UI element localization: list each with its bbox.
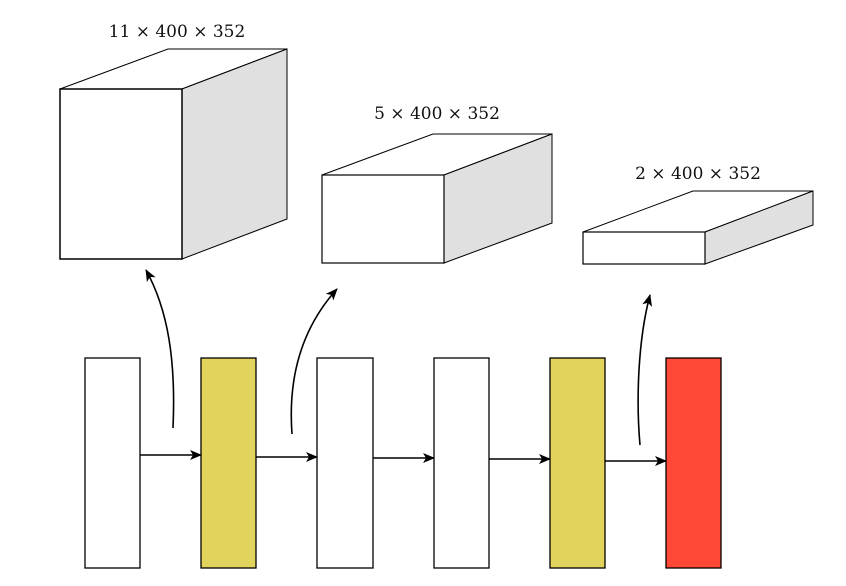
layer-bar-4 [433, 357, 490, 569]
flow-arrows [140, 450, 667, 466]
curved-arrow-2 [290, 288, 338, 435]
tensor-block-2: 5 × 400 × 352 [321, 104, 553, 264]
layer-bar-6 [665, 357, 722, 569]
tensor-block-3: 2 × 400 × 352 [582, 164, 814, 265]
layer-bar-5 [549, 357, 606, 569]
tensor-label-3: 2 × 400 × 352 [635, 164, 761, 184]
tensor-block-1: 11 × 400 × 352 [59, 22, 288, 260]
curved-arrow-3 [637, 294, 653, 446]
output-arrows [145, 269, 653, 446]
tensor-label-1: 11 × 400 × 352 [109, 22, 246, 42]
layer-bar-2 [200, 357, 257, 569]
tensor-label-2: 5 × 400 × 352 [374, 104, 500, 124]
layer-bar-1 [84, 357, 141, 569]
layer-bar-3 [316, 357, 374, 569]
layer-bars [84, 357, 722, 569]
curved-arrow-1 [145, 269, 175, 429]
